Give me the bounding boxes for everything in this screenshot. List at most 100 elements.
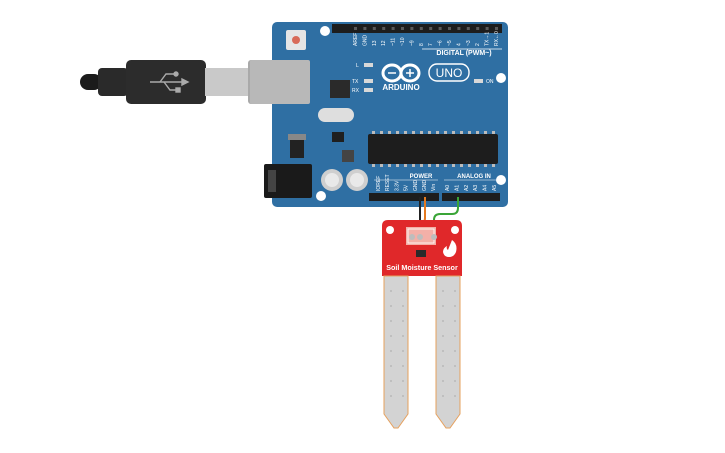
pin-label: RX←0 [494,31,500,46]
probe-pad [402,305,404,307]
analog-header[interactable] [442,193,500,201]
pin-label: ~11 [391,38,397,46]
probe-pads [390,290,456,397]
pin-label: ~5 [447,40,453,46]
pin-label: A0 [445,185,451,191]
probe-pad [454,290,456,292]
header-pin-hole[interactable] [429,27,433,30]
header-pin-hole[interactable] [485,27,489,30]
probe-pad [390,290,392,292]
probe-pad [390,350,392,352]
led-tx [364,79,373,83]
probe-pad [390,335,392,337]
pin-label: GND [362,35,368,47]
pin-label: A4 [483,185,489,191]
digital-header-label: DIGITAL (PWM~) [436,50,491,57]
power-header[interactable] [369,193,439,201]
pin-label: A5 [492,185,498,191]
regulator-tab [288,134,306,140]
sensor-probe-right [435,275,461,429]
header-pin-hole[interactable] [495,27,498,30]
arduino-brand: ARDUINO [382,83,419,92]
usb-b-port [250,60,310,104]
header-pin-hole[interactable] [438,27,442,30]
header-pin-hole[interactable] [419,27,423,30]
probe-pad [390,395,392,397]
pin-label: IOREF [376,176,382,191]
header-pin-hole[interactable] [363,27,367,30]
uno-badge [428,63,470,82]
soil-moisture-sensor[interactable]: Soil Moisture Sensor [382,220,462,429]
flame-logo-icon [443,240,457,257]
probe-pad [390,365,392,367]
header-pin-hole[interactable] [391,27,395,30]
probe-pad [402,335,404,337]
usb-cable-strain-relief [80,74,102,90]
probe-pad [442,320,444,322]
probe-pad [442,350,444,352]
usb-symbol-icon [150,71,190,93]
probe-pad [390,380,392,382]
usb-cable-collar [98,68,128,96]
pin-label: ~6 [438,40,444,46]
sensor-probe-left [383,275,409,429]
sensor-mounting-hole [451,226,459,234]
header-pin-hole[interactable] [372,27,376,30]
atmega-microcontroller [368,134,498,164]
pin-label: 4 [456,43,462,46]
pin-label: ~9 [409,40,415,46]
led-tx-label: TX [352,79,359,85]
signal-wire-a0[interactable] [433,197,459,237]
led-on [474,79,483,83]
probe-pad [442,335,444,337]
probe-pad [442,395,444,397]
probe-pad [402,320,404,322]
led-l-label: L [356,63,359,69]
sensor-pin-gnd[interactable] [417,234,423,240]
probe-pad [454,350,456,352]
pin-label: A2 [464,185,470,191]
probe-pad [390,320,392,322]
probe-pad [442,380,444,382]
digital-header[interactable] [332,24,502,33]
pin-label: 13 [372,40,378,46]
probe-pad [442,290,444,292]
header-pin-hole[interactable] [354,27,357,30]
sensor-transistor [416,250,426,257]
pin-label: 2 [475,43,481,46]
led-rx-label: RX [352,88,360,94]
capacitor-top [350,173,364,187]
header-pin-hole[interactable] [476,27,480,30]
reset-button-cap [292,36,300,44]
sensor-pin-vcc[interactable] [409,234,415,240]
pin-label: RESET [385,174,391,191]
capacitor-top [325,173,339,187]
header-pin-hole[interactable] [382,27,386,30]
header-pin-hole[interactable] [410,27,414,30]
probe-pad [442,365,444,367]
uno-label: UNO [436,66,463,80]
probe-pad [454,320,456,322]
sensor-mounting-hole [386,226,394,234]
mounting-hole [496,73,506,83]
voltage-regulator [290,140,304,158]
sensor-pin-sig[interactable] [431,234,437,240]
mounting-hole [320,26,330,36]
dc-jack-slot [268,170,276,192]
header-pin-hole[interactable] [401,27,404,30]
probe-pad [454,395,456,397]
header-pin-hole[interactable] [457,27,461,30]
usb-chip [330,80,350,98]
header-pin-hole[interactable] [466,27,470,30]
mounting-hole [496,175,506,185]
analog-header-label: ANALOG IN [457,174,491,180]
pin-label: AREF [353,33,359,46]
crystal [318,108,354,122]
pin-label: GND [413,180,419,192]
header-pin-hole[interactable] [448,27,451,30]
probe-pad [454,335,456,337]
pin-label: GND [422,180,428,192]
